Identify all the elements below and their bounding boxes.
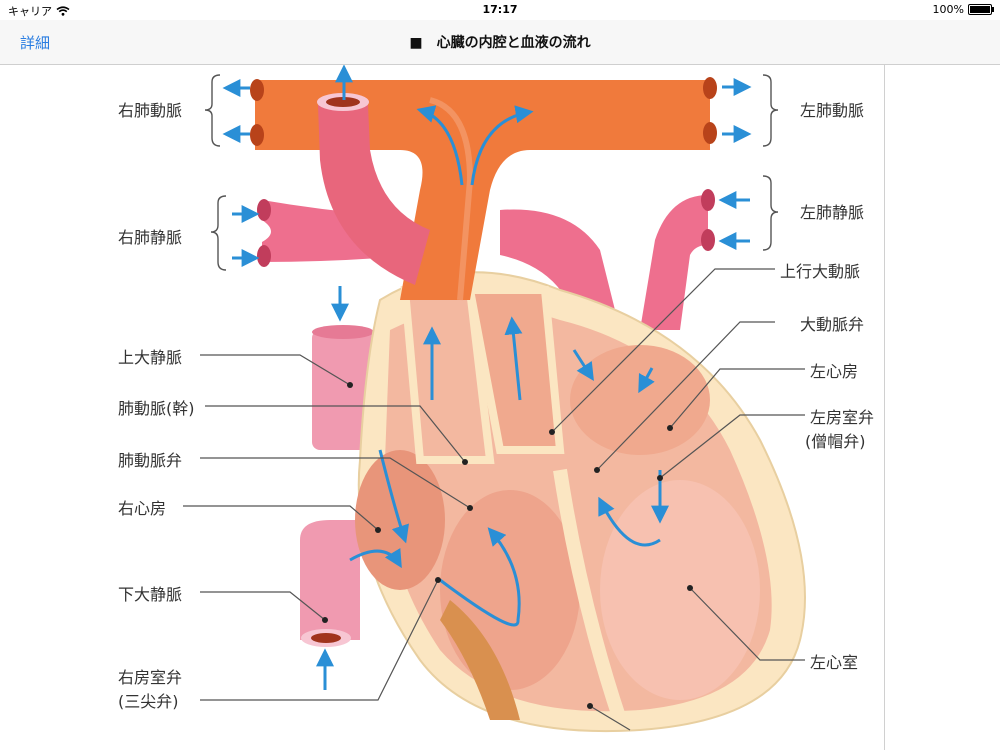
heart-diagram: 右肺動脈 右肺静脈 上大静脈 肺動脈(幹) 肺動脈弁 右心房 下大静脈 右房室弁… bbox=[118, 64, 874, 733]
superior-vena-cava-shape bbox=[312, 325, 374, 450]
leader-lines bbox=[183, 268, 805, 731]
label-superior-vena-cava: 上大静脈 bbox=[118, 348, 182, 367]
left-atrium-shape bbox=[570, 345, 710, 455]
septum-shape bbox=[553, 468, 627, 723]
ascending-aorta-inner-shape bbox=[465, 286, 565, 454]
diagram-area: 右肺動脈 右肺静脈 上大静脈 肺動脈(幹) 肺動脈弁 右心房 下大静脈 右房室弁… bbox=[0, 64, 1000, 750]
papillary-muscle-shape bbox=[440, 600, 520, 720]
label-right-pulmonary-vein: 右肺静脈 bbox=[118, 228, 182, 247]
label-aortic-valve: 大動脈弁 bbox=[800, 315, 864, 334]
battery-percent: 100% bbox=[932, 3, 964, 16]
label-inferior-vena-cava: 下大静脈 bbox=[118, 585, 182, 604]
pulmonary-artery-loop-shape bbox=[317, 93, 430, 285]
back-button[interactable]: 詳細 bbox=[20, 34, 51, 52]
right-margin-divider bbox=[884, 65, 885, 750]
right-ventricle-shape bbox=[440, 490, 580, 690]
label-left-ventricle: 左心室 bbox=[810, 653, 858, 672]
carrier-group: キャリア bbox=[8, 3, 70, 19]
inferior-vena-cava-shape bbox=[300, 520, 360, 647]
status-bar: キャリア 17:17 100% bbox=[0, 0, 1000, 20]
label-ascending-aorta: 上行大動脈 bbox=[780, 262, 860, 281]
label-right-atrium: 右心房 bbox=[118, 499, 166, 518]
carrier-label: キャリア bbox=[8, 5, 52, 18]
label-right-pulmonary-artery: 右肺動脈 bbox=[118, 101, 182, 120]
left-ventricle-shape bbox=[600, 480, 760, 700]
blood-flow-arrows bbox=[222, 64, 752, 690]
leader-dots bbox=[322, 382, 693, 709]
navigation-bar: 詳細 ■ 心臓の内腔と血液の流れ bbox=[0, 20, 1000, 65]
status-time: 17:17 bbox=[482, 3, 518, 16]
battery-group: 100% bbox=[932, 3, 994, 16]
label-mitral-valve: 左房室弁 bbox=[810, 408, 874, 427]
page-title: ■ 心臓の内腔と血液の流れ bbox=[409, 35, 591, 51]
label-tricuspid-valve: 右房室弁 bbox=[118, 668, 182, 687]
label-left-pulmonary-vein: 左肺静脈 bbox=[800, 203, 864, 222]
label-left-atrium: 左心房 bbox=[810, 362, 858, 381]
label-pulmonary-trunk: 肺動脈(幹) bbox=[118, 399, 195, 418]
label-braces bbox=[204, 74, 779, 271]
label-left-pulmonary-artery: 左肺動脈 bbox=[800, 101, 864, 120]
wifi-icon bbox=[56, 6, 70, 16]
label-mitral-valve-alt: (僧帽弁) bbox=[805, 432, 866, 451]
label-tricuspid-valve-alt: (三尖弁) bbox=[118, 692, 179, 711]
battery-icon bbox=[968, 4, 994, 15]
label-pulmonary-valve: 肺動脈弁 bbox=[118, 451, 182, 470]
